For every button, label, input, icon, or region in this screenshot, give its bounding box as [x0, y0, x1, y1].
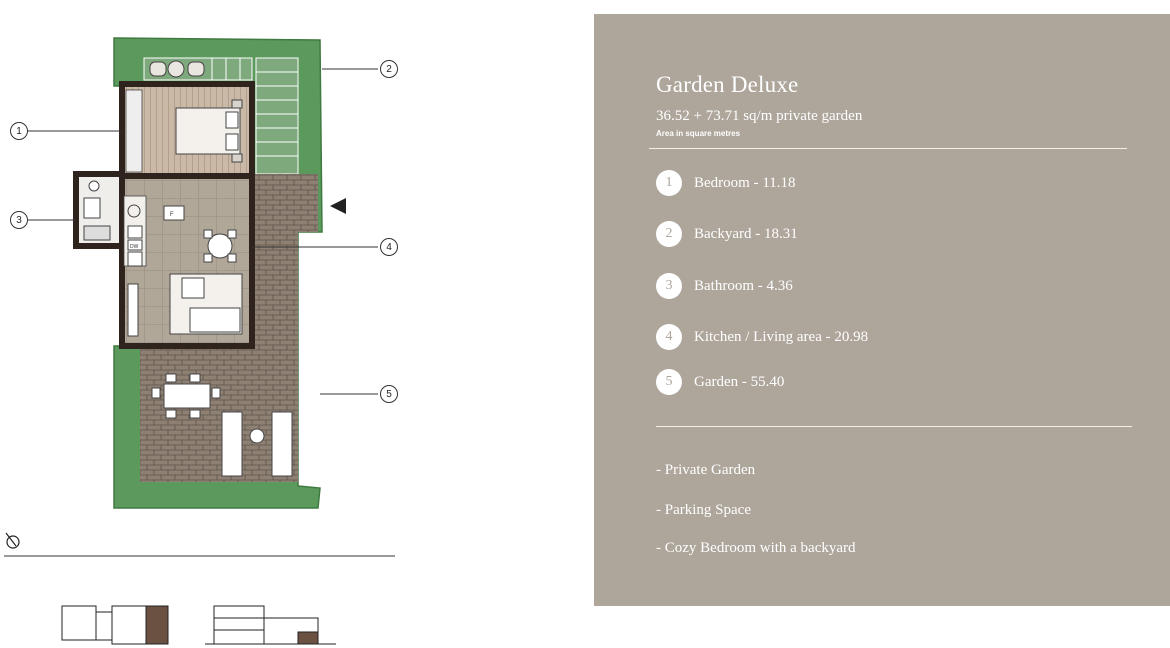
callout-3: 3	[10, 211, 28, 229]
room-item: 2 Backyard - 18.31	[656, 221, 798, 247]
room-item: 5 Garden - 55.40	[656, 369, 784, 395]
room-item: 4 Kitchen / Living area - 20.98	[656, 324, 868, 350]
floor-plan: F DW	[4, 37, 395, 645]
callout-2: 2	[380, 60, 398, 78]
callout-4: 4	[380, 238, 398, 256]
feature-item: - Private Garden	[656, 462, 756, 478]
dishwasher-label: DW	[130, 244, 139, 250]
bathroom	[73, 171, 125, 249]
room-number: 2	[656, 221, 682, 247]
feature-item: - Cozy Bedroom with a backyard	[656, 540, 856, 556]
compass-icon	[5, 532, 20, 549]
room-item: 3 Bathroom - 4.36	[656, 273, 793, 299]
room-number: 5	[656, 369, 682, 395]
key-plan	[61, 605, 169, 645]
callout-leaders	[28, 68, 378, 395]
room-label: Bathroom - 4.36	[694, 277, 793, 294]
room-number: 1	[656, 170, 682, 196]
room-label: Kitchen / Living area - 20.98	[694, 328, 869, 345]
room-label: Garden - 55.40	[694, 373, 785, 390]
garden-furniture	[151, 373, 293, 477]
unit-area-note: Area in square metres	[656, 129, 741, 138]
callout-5: 5	[380, 385, 398, 403]
entrance-arrow-icon	[330, 198, 346, 214]
callout-1: 1	[10, 122, 28, 140]
room-label: Bedroom - 11.18	[694, 174, 796, 191]
unit-area: 36.52 + 73.71 sq/m private garden	[656, 108, 863, 124]
room-number: 3	[656, 273, 682, 299]
room-item: 1 Bedroom - 11.18	[656, 170, 796, 196]
unit-title: Garden Deluxe	[656, 72, 799, 97]
room-number: 4	[656, 324, 682, 350]
backyard-deck	[143, 57, 299, 175]
kitchen-living: F DW	[119, 173, 255, 349]
fridge-label: F	[170, 212, 174, 218]
panel-rule-bottom	[656, 426, 1132, 427]
room-label: Backyard - 18.31	[694, 225, 798, 242]
key-elevation	[205, 605, 336, 645]
unit-info-panel: Garden Deluxe 36.52 + 73.71 sq/m private…	[594, 14, 1170, 606]
panel-rule-top	[649, 148, 1127, 149]
feature-item: - Parking Space	[656, 502, 751, 518]
